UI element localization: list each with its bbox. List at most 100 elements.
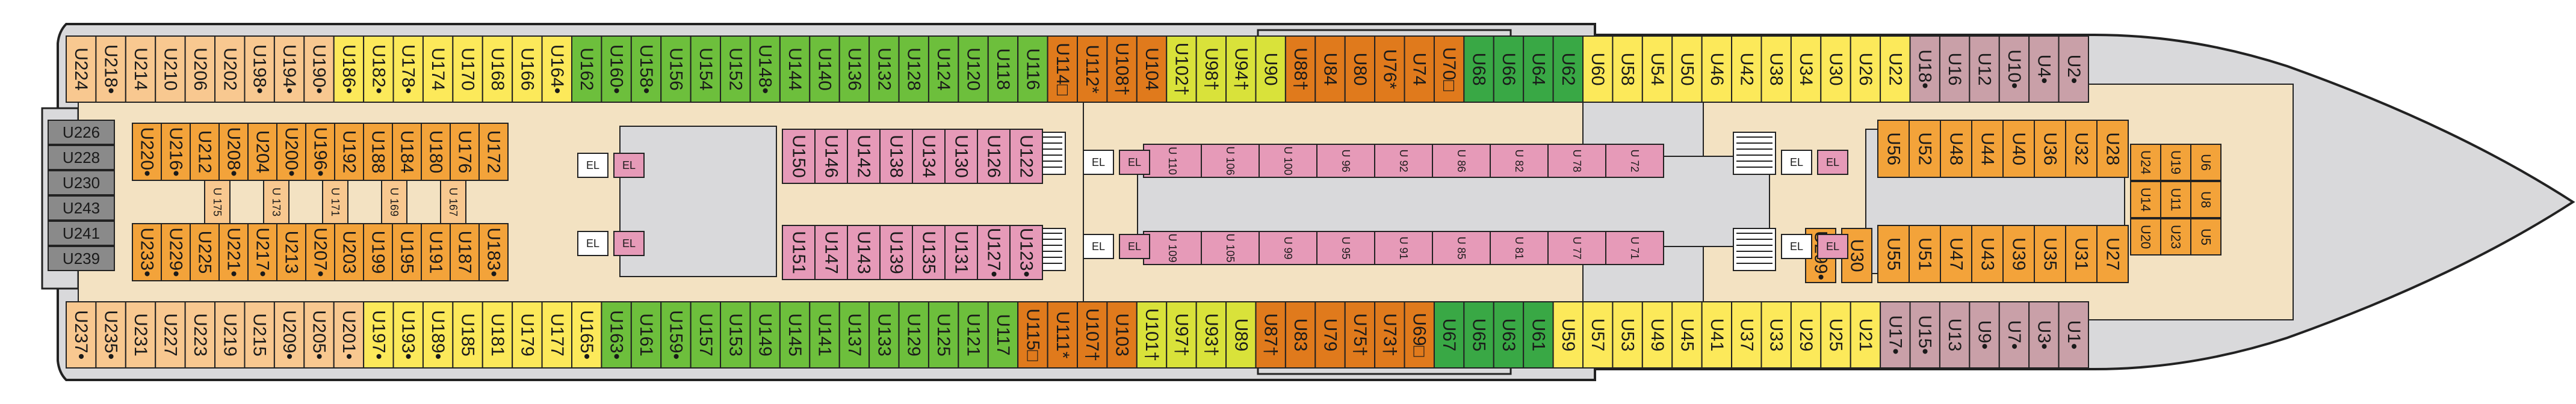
cabin-bottom-59[interactable]: U25 [1820,301,1851,369]
cabin-bottom-43[interactable]: U75† [1344,301,1376,369]
cabin-bottom-27[interactable]: U133 [868,301,900,369]
cabin-bottom-22[interactable]: U153 [720,301,751,369]
cabin-top-10[interactable]: U182• [363,35,394,103]
cabin-top-14[interactable]: U168 [481,35,513,103]
cabin-bottom-33[interactable]: U111* [1047,301,1079,369]
cabin-top-52[interactable]: U58 [1612,35,1643,103]
cabin-aft-inner-top-4[interactable]: U204 [247,123,277,181]
cabin-bottom-15[interactable]: U179 [512,301,543,369]
cabin-bottom-64[interactable]: U9• [1969,301,2000,369]
cabin-top-16[interactable]: U164• [541,35,573,103]
cabin-mid-bottom-2[interactable]: U143 [847,225,881,280]
cabin-aft-inner-bottom-11[interactable]: U187 [450,223,480,281]
cabin-mid-top-6[interactable]: U126 [977,129,1011,184]
cabin-bottom-0[interactable]: U237• [66,301,97,369]
cabin-bottom-34[interactable]: U107† [1077,301,1108,369]
cabin-bottom-51[interactable]: U57 [1582,301,1614,369]
cabin-bottom-39[interactable]: U89 [1225,301,1257,369]
cabin-top-44[interactable]: U76* [1374,35,1405,103]
cabin-center-bottom-0[interactable]: U 109 [1143,231,1202,265]
cabin-top-36[interactable]: U104 [1136,35,1168,103]
cabin-aft-inner-top-2[interactable]: U212 [190,123,220,181]
cabin-center-top-7[interactable]: U 78 [1547,144,1606,178]
cabin-bottom-55[interactable]: U41 [1701,301,1733,369]
cabin-center-top-2[interactable]: U 100 [1259,144,1317,178]
cabin-bottom-19[interactable]: U161 [630,301,662,369]
cabin-top-61[interactable]: U22 [1880,35,1911,103]
cabin-top-42[interactable]: U84 [1314,35,1346,103]
cabin-bottom-8[interactable]: U205• [303,301,335,369]
cabin-top-22[interactable]: U152 [720,35,751,103]
cabin-top-37[interactable]: U102† [1166,35,1197,103]
cabin-top-27[interactable]: U132 [868,35,900,103]
cabin-mid-top-4[interactable]: U134 [912,129,946,184]
cabin-aft-small-2[interactable]: U 171 [322,180,348,224]
cabin-fwd-block-3[interactable]: U19 [2160,144,2191,181]
cabin-top-50[interactable]: U62 [1552,35,1584,103]
cabin-fwd-block-4[interactable]: U11 [2160,181,2191,218]
cabin-top-38[interactable]: U98† [1195,35,1227,103]
cabin-aft-inner-top-11[interactable]: U176 [450,123,480,181]
cabin-bottom-45[interactable]: U69□ [1404,301,1435,369]
cabin-center-bottom-7[interactable]: U 77 [1547,231,1606,265]
cabin-center-top-3[interactable]: U 96 [1316,144,1375,178]
cabin-top-6[interactable]: U198• [244,35,275,103]
cabin-top-32[interactable]: U116 [1017,35,1048,103]
cabin-aft-small-0[interactable]: U 175 [204,180,231,224]
cabin-top-45[interactable]: U74 [1404,35,1435,103]
cabin-bottom-37[interactable]: U97† [1166,301,1197,369]
cabin-mid-bottom-1[interactable]: U147 [814,225,848,280]
cabin-fwd-block-7[interactable]: U8 [2190,181,2221,218]
cabin-top-3[interactable]: U210 [155,35,186,103]
cabin-fwd-top-6[interactable]: U32 [2065,120,2098,178]
cabin-mid-top-0[interactable]: U150 [782,129,816,184]
cabin-bottom-56[interactable]: U37 [1731,301,1762,369]
cabin-top-63[interactable]: U16 [1939,35,1971,103]
cabin-top-34[interactable]: U112* [1077,35,1108,103]
cabin-aft-inner-bottom-5[interactable]: U213 [276,223,306,281]
cabin-bottom-52[interactable]: U53 [1612,301,1643,369]
cabin-bottom-40[interactable]: U87† [1255,301,1286,369]
cabin-aft-inner-top-3[interactable]: U208• [218,123,249,181]
cabin-bottom-14[interactable]: U181 [481,301,513,369]
cabin-bottom-23[interactable]: U149 [749,301,781,369]
cabin-center-bottom-3[interactable]: U 95 [1316,231,1375,265]
cabin-bottom-65[interactable]: U7• [1998,301,2030,369]
cabin-fwd-block-5[interactable]: U23 [2160,218,2191,256]
cabin-bottom-63[interactable]: U13 [1939,301,1971,369]
cabin-bottom-26[interactable]: U137 [838,301,870,369]
cabin-center-top-1[interactable]: U 106 [1201,144,1260,178]
cabin-fwd-bottom-1[interactable]: U51 [1909,225,1941,283]
cabin-aft-gray-0[interactable]: U226 [48,120,115,145]
cabin-aft-inner-top-1[interactable]: U216• [161,123,191,181]
cabin-top-48[interactable]: U66 [1493,35,1525,103]
cabin-top-46[interactable]: U70□ [1433,35,1465,103]
cabin-center-top-8[interactable]: U 72 [1605,144,1664,178]
cabin-aft-inner-top-5[interactable]: U200• [276,123,306,181]
cabin-aft-inner-bottom-9[interactable]: U195 [392,223,422,281]
cabin-fwd-block-2[interactable]: U20 [2130,218,2161,256]
cabin-top-47[interactable]: U68 [1463,35,1494,103]
cabin-fwd-bottom-3[interactable]: U43 [1971,225,2004,283]
cabin-bottom-60[interactable]: U21 [1850,301,1881,369]
cabin-mid-bottom-6[interactable]: U127• [977,225,1011,280]
cabin-top-4[interactable]: U206 [184,35,216,103]
cabin-top-43[interactable]: U80 [1344,35,1376,103]
cabin-top-49[interactable]: U64 [1523,35,1554,103]
cabin-center-bottom-8[interactable]: U 71 [1605,231,1664,265]
cabin-bottom-61[interactable]: U17• [1880,301,1911,369]
cabin-bottom-48[interactable]: U63 [1493,301,1525,369]
cabin-top-40[interactable]: U90 [1255,35,1286,103]
cabin-bottom-6[interactable]: U215 [244,301,275,369]
cabin-bottom-3[interactable]: U227 [155,301,186,369]
cabin-center-bottom-4[interactable]: U 91 [1374,231,1433,265]
cabin-aft-gray-2[interactable]: U230 [48,170,115,195]
cabin-fwd-top-0[interactable]: U56 [1877,120,1910,178]
cabin-bottom-4[interactable]: U223 [184,301,216,369]
cabin-bottom-49[interactable]: U61 [1523,301,1554,369]
cabin-aft-inner-bottom-4[interactable]: U217• [247,223,277,281]
cabin-center-bottom-2[interactable]: U 99 [1259,231,1317,265]
cabin-aft-inner-top-8[interactable]: U188 [363,123,393,181]
cabin-fwd-block-1[interactable]: U14 [2130,181,2161,218]
cabin-bottom-62[interactable]: U15• [1909,301,1940,369]
